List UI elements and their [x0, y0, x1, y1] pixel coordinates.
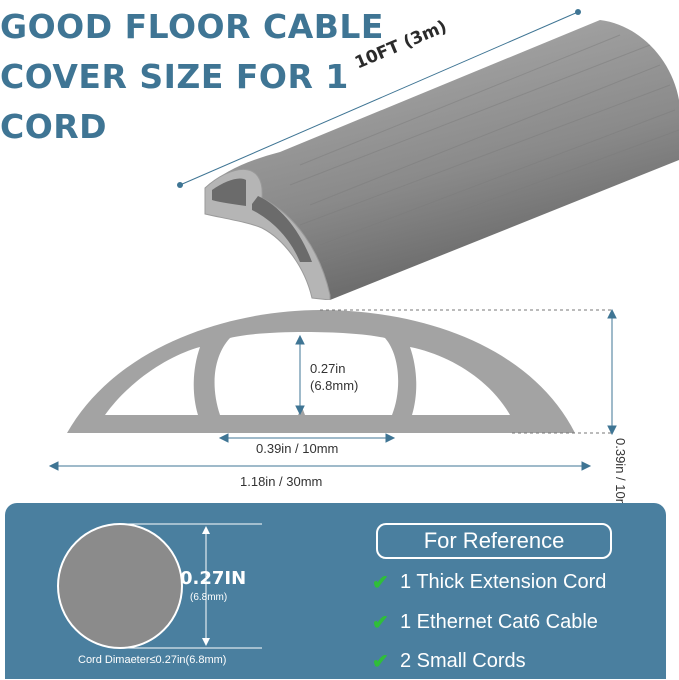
- slot-width-value: 0.39in / 10mm: [256, 441, 339, 456]
- reference-item: ✔ 1 Thick Extension Cord: [372, 567, 606, 597]
- cord-diameter-caption: Cord Dimaeter≤0.27in(6.8mm): [78, 654, 227, 666]
- reference-item-label: 1 Ethernet Cat6 Cable: [400, 610, 598, 633]
- profile-center-channel: [214, 332, 399, 415]
- cable-cover-product-image: [177, 9, 679, 300]
- check-icon: ✔: [372, 611, 389, 634]
- length-dimension-line: [179, 11, 579, 186]
- cord-diameter-diagram: [57, 523, 262, 649]
- profile-left-channel: [105, 347, 200, 415]
- check-icon: ✔: [372, 571, 389, 594]
- headline: GOOD FLOOR CABLE COVER SIZE FOR 1 CORD: [0, 2, 384, 152]
- total-width-value: 1.18in / 30mm: [240, 474, 323, 489]
- reference-title: For Reference: [376, 523, 612, 559]
- reference-item: ✔ 2 Small Cords: [372, 646, 526, 676]
- cross-section-diagram: [48, 308, 617, 471]
- reference-item-label: 1 Thick Extension Cord: [400, 570, 607, 593]
- cord-circle: [57, 523, 183, 649]
- profile-right-channel: [410, 347, 510, 415]
- reference-item-label: 2 Small Cords: [400, 649, 526, 672]
- headline-line-3: CORD: [0, 107, 108, 146]
- cover-top-surface: [205, 20, 679, 300]
- inner-height-mm: (6.8mm): [310, 378, 359, 393]
- headline-line-2: COVER SIZE FOR 1: [0, 57, 349, 96]
- reference-item: ✔ 1 Ethernet Cat6 Cable: [372, 607, 598, 637]
- headline-line-1: GOOD FLOOR CABLE: [0, 7, 384, 46]
- cord-diameter-mm: (6.8mm): [190, 592, 228, 603]
- cord-diameter-inch: 0.27IN: [180, 568, 247, 589]
- inner-height-value: 0.27in: [310, 361, 346, 376]
- check-icon: ✔: [372, 650, 389, 673]
